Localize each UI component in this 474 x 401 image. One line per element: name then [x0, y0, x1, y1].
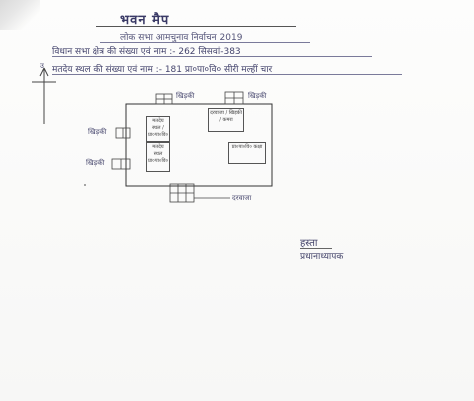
north-compass-icon [32, 67, 56, 124]
signature: हस्ता [300, 238, 318, 249]
document-subtitle: लोक सभा आमचुनाव निर्वाचन 2019 [120, 33, 243, 43]
ink-dot [84, 184, 86, 186]
window-label-left-upper: खिड़की [88, 128, 107, 136]
assembly-line: विधान सभा क्षेत्र की संख्या एवं नाम :- 2… [52, 47, 241, 57]
window-label-top-left: खिड़की [176, 92, 195, 100]
subtitle-underline [100, 42, 310, 43]
room-booth-b: मतदेय स्थल प्रा०पा०वि० [146, 142, 170, 172]
room-booth-a: मतदेय स्थल / प्रा०पा०वि० [146, 116, 170, 142]
polling-station-rule [52, 74, 402, 75]
title-underline [96, 26, 296, 27]
polling-station-line: मतदेय स्थल की संख्या एवं नाम :- 181 प्रा… [52, 65, 273, 75]
room-booth-c: दरवाजा / खिड़की / कमरा [208, 108, 244, 132]
window-label-top-right: खिड़की [248, 92, 267, 100]
document-title: भवन मैप [120, 13, 170, 28]
signature-underline [300, 248, 332, 249]
scan-corner-shade [0, 0, 40, 30]
signature-name: प्रधानाध्यापक [300, 252, 344, 262]
window-label-left-lower: खिड़की [86, 159, 105, 167]
room-booth-d: प्रा०पा०वि० कक्षा [228, 142, 266, 164]
door-label: दरवाजा [232, 194, 252, 202]
assembly-line-rule [52, 56, 372, 57]
compass-north-label: उ [40, 62, 44, 70]
